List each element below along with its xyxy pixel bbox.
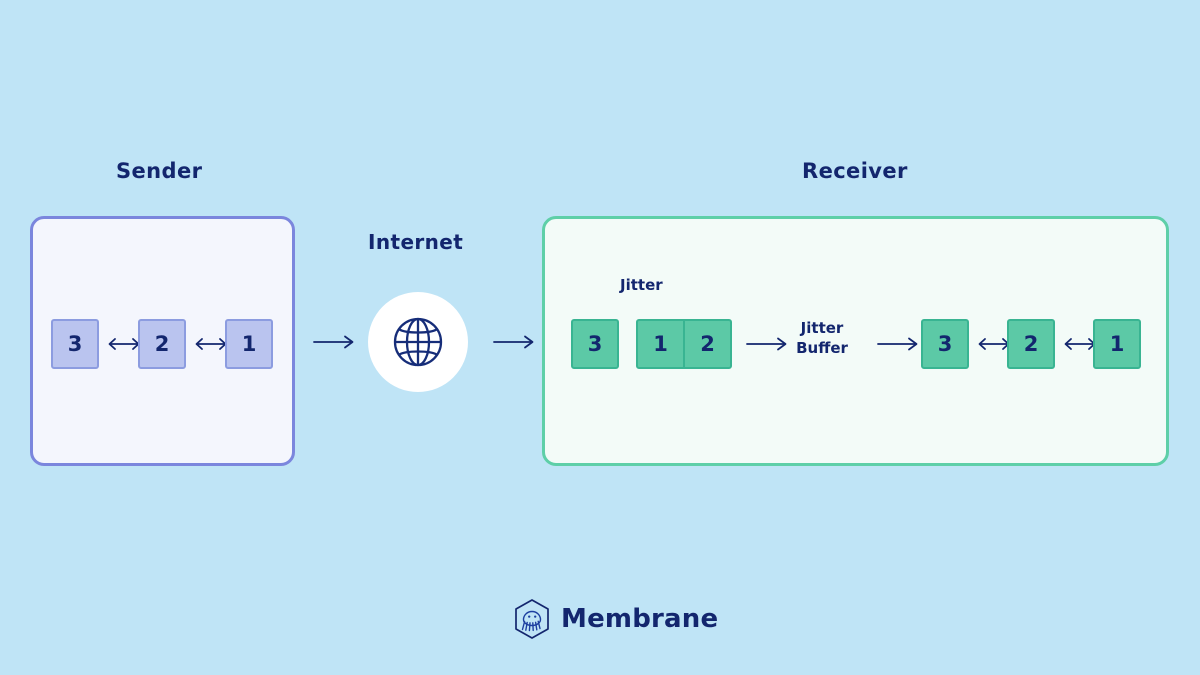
jitter-buffer-label: Jitter Buffer xyxy=(780,318,864,358)
receiver-incoming-packet-2: 2 xyxy=(684,319,732,369)
receiver-output-packet-1: 1 xyxy=(1093,319,1141,369)
sender-packet-2: 2 xyxy=(138,319,186,369)
jitter-buffer-label-line1: Jitter xyxy=(800,319,844,337)
jellyfish-hexagon-logo-icon xyxy=(513,598,551,640)
sender-packet-3: 3 xyxy=(51,319,99,369)
receiver-title: Receiver xyxy=(802,159,908,183)
internet-title: Internet xyxy=(368,230,464,254)
brand-name: Membrane xyxy=(561,604,719,634)
arrow-internet-to-receiver xyxy=(492,333,536,351)
sender-title: Sender xyxy=(116,159,203,183)
jitter-label: Jitter xyxy=(620,276,663,294)
arrow-packets-to-jitter-buffer xyxy=(745,335,789,353)
arrow-jitter-buffer-to-output xyxy=(876,335,920,353)
sender-packet-1: 1 xyxy=(225,319,273,369)
receiver-incoming-packet-3: 3 xyxy=(571,319,619,369)
internet-bubble xyxy=(368,292,468,392)
sender-panel: 3 2 1 xyxy=(30,216,295,466)
globe-icon xyxy=(389,313,447,371)
receiver-incoming-packet-1: 1 xyxy=(636,319,684,369)
receiver-output-packet-2: 2 xyxy=(1007,319,1055,369)
receiver-panel: 3 1 2 3 xyxy=(542,216,1169,466)
arrow-sender-to-internet xyxy=(312,333,356,351)
brand-logo: Membrane xyxy=(513,598,718,640)
jitter-buffer-label-line2: Buffer xyxy=(796,339,848,357)
receiver-output-packet-3: 3 xyxy=(921,319,969,369)
